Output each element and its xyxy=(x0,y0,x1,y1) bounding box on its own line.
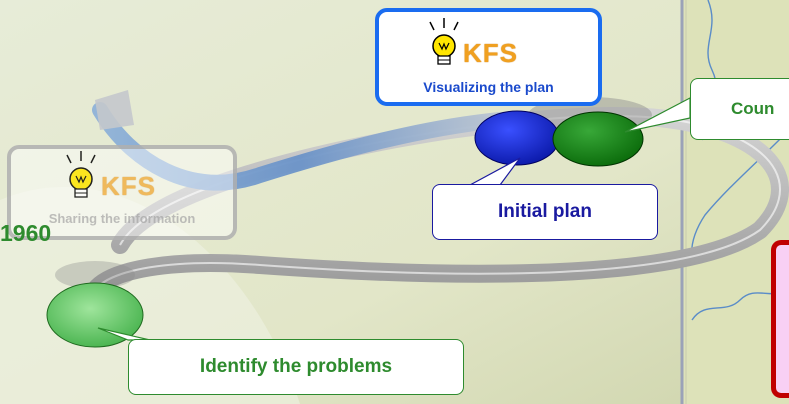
lightbulb-icon xyxy=(429,18,459,65)
initial-plan-node xyxy=(474,110,560,166)
kfs-visualizing-box: KFS Visualizing the plan xyxy=(375,8,602,106)
kfs-caption-left: Sharing the information xyxy=(48,211,196,226)
highlight-box xyxy=(771,240,789,398)
initial-plan-label: Initial plan xyxy=(498,201,592,222)
lightbulb-icon xyxy=(66,151,96,198)
identify-problems-callout: Identify the problems xyxy=(128,339,464,395)
identify-problems-node xyxy=(46,282,144,348)
counter-label: Coun xyxy=(731,99,775,118)
counter-callout: Coun xyxy=(690,78,789,140)
kfs-brand-left: KFS xyxy=(101,171,156,201)
initial-plan-callout-tail xyxy=(469,157,521,186)
kfs-sharing-box: KFS Sharing the information xyxy=(7,145,237,240)
initial-plan-callout: Initial plan xyxy=(432,184,658,240)
counter-node xyxy=(552,111,644,167)
kfs-caption-top: Visualizing the plan xyxy=(423,79,554,95)
kfs-brand-top: KFS xyxy=(463,38,518,68)
counter-callout-tail xyxy=(624,97,691,133)
identify-problems-label: Identify the problems xyxy=(199,356,393,377)
year-label: 1960 xyxy=(0,220,52,246)
